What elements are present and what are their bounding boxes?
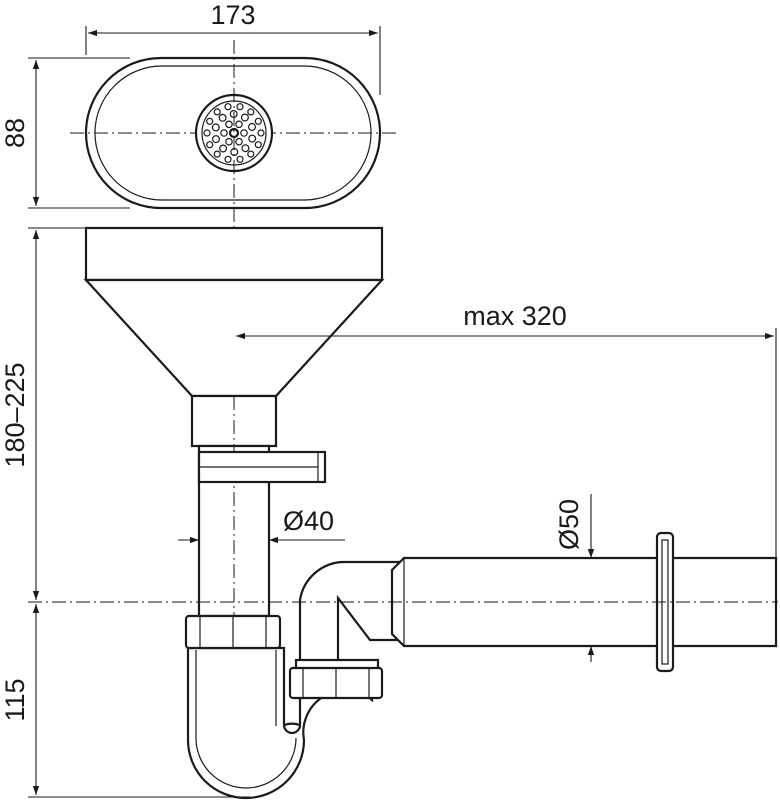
- strainer-hole: [203, 129, 211, 137]
- strainer-hole: [236, 155, 244, 163]
- strainer-hole: [236, 103, 244, 111]
- dimension-max-length-label: max 320: [463, 301, 567, 331]
- strainer-hole: [240, 113, 249, 122]
- strainer-hole: [220, 129, 228, 137]
- strainer-hole: [254, 141, 262, 149]
- dimension-outlet-diameter-label: Ø50: [554, 499, 584, 550]
- strainer-hole: [225, 120, 233, 129]
- dimension-width-label: 173: [210, 0, 255, 30]
- strainer-hole: [212, 135, 221, 144]
- strainer-hole: [248, 134, 257, 143]
- union-nut-right: [288, 666, 384, 700]
- strainer-hole: [206, 117, 214, 125]
- strainer-holes: [203, 103, 265, 163]
- strainer-hole: [213, 150, 221, 158]
- dimension-trap-height: [28, 604, 250, 798]
- dimension-trap-height-label: 115: [0, 678, 30, 721]
- strainer-hole: [206, 141, 214, 149]
- strainer-hole: [211, 123, 220, 132]
- inlet-pipe: [190, 394, 278, 640]
- strainer-hole: [235, 137, 243, 146]
- dimension-max-length: [236, 328, 777, 560]
- strainer-hole: [247, 108, 255, 116]
- strainer-hole: [219, 144, 228, 153]
- overflow-nozzle: [197, 450, 327, 484]
- strainer-hole: [235, 120, 243, 129]
- dimension-height-label: 88: [0, 118, 30, 148]
- strainer-hole: [240, 129, 248, 137]
- strainer-hole: [213, 108, 221, 116]
- strainer-hole: [257, 129, 265, 137]
- strainer-hole: [224, 155, 232, 163]
- strainer-hole: [241, 144, 250, 153]
- dimension-funnel-height: [28, 227, 86, 600]
- drain-strainer-icon: [194, 93, 274, 173]
- strainer-hole: [254, 117, 262, 125]
- strainer-hole: [224, 103, 232, 111]
- trap-u-bend: [186, 646, 374, 800]
- dimension-width: [85, 26, 381, 95]
- strainer-hole: [225, 137, 233, 146]
- funnel: [83, 226, 385, 398]
- strainer-hole: [218, 113, 227, 122]
- dimension-height: [28, 57, 130, 209]
- strainer-hole: [247, 150, 255, 158]
- union-nut-left: [184, 614, 282, 650]
- dimension-pipe-diameter-label: Ø40: [283, 506, 334, 536]
- strainer-hole: [248, 122, 257, 131]
- dimension-funnel-height-label: 180–225: [0, 362, 30, 467]
- trap-riser-elbow: [294, 560, 402, 672]
